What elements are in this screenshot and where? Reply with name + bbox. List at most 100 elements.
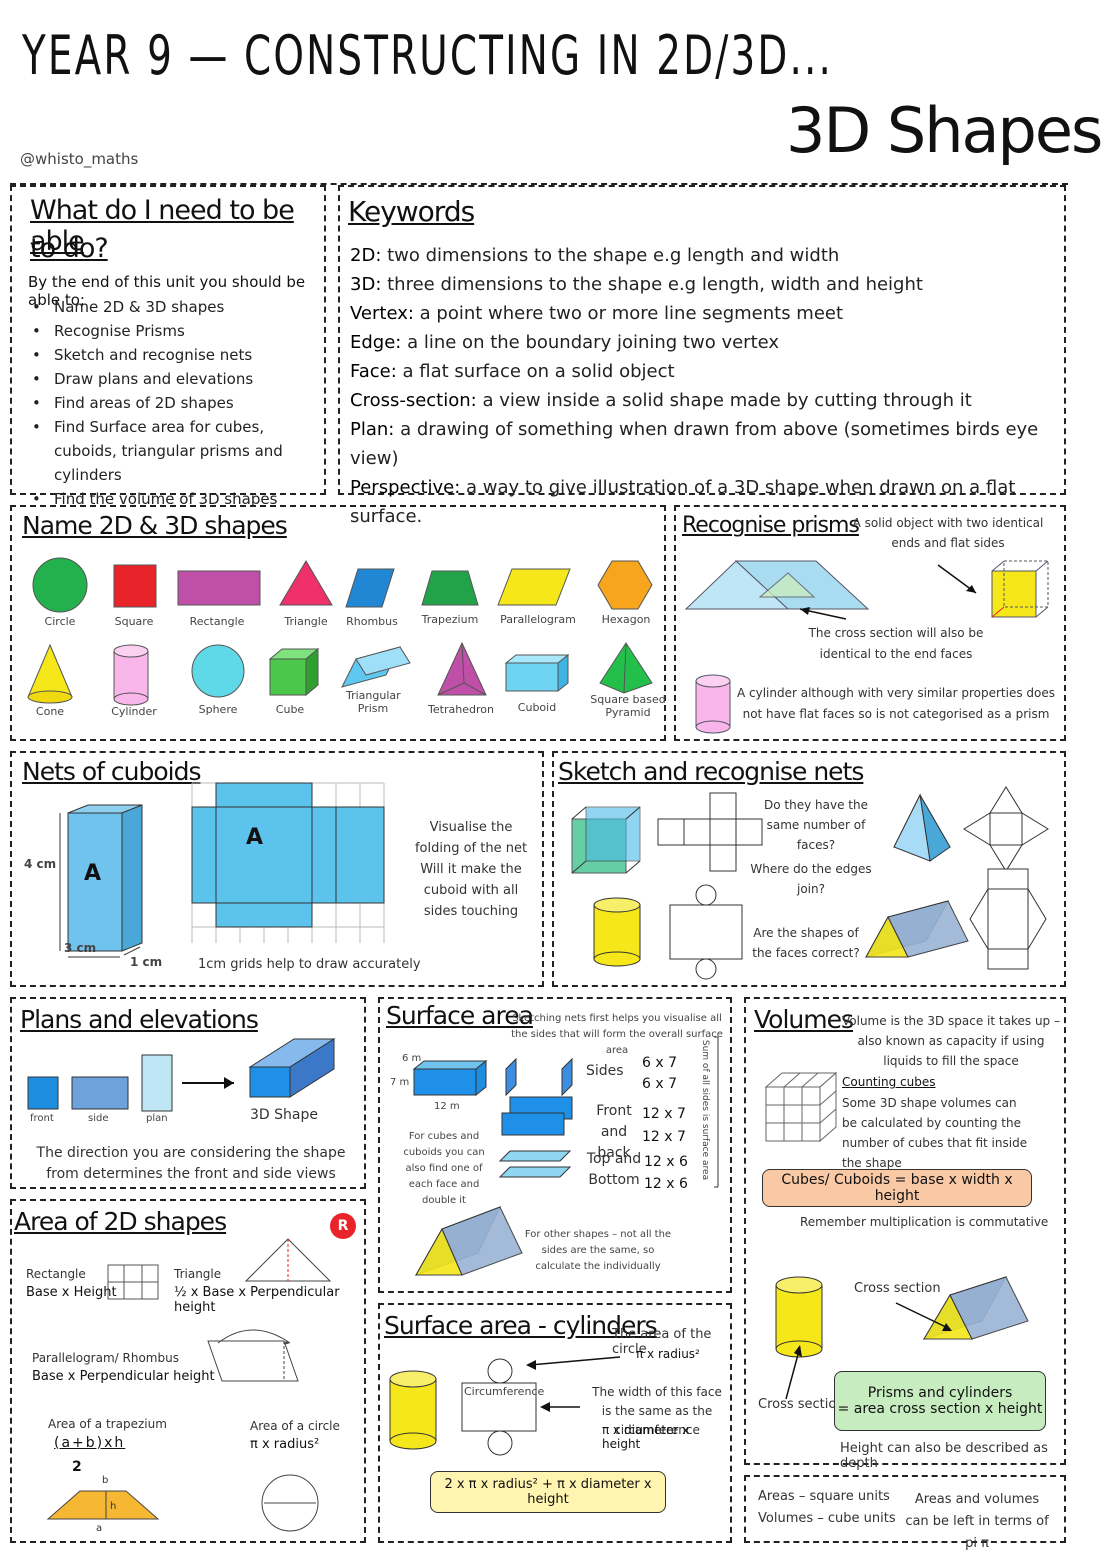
circ-formula: π x radius² <box>250 1437 320 1452</box>
sides-label: Sides <box>586 1063 624 1079</box>
surface-diagrams <box>412 1036 719 1276</box>
cuboid-volume-formula: Cubes/ Cuboids = base x width x height <box>762 1169 1032 1207</box>
plans-diagram <box>27 1038 336 1112</box>
label-rhombus: Rhombus <box>346 615 398 628</box>
cylinder-net-diagram <box>389 1356 621 1456</box>
visualise-note: Visualise the folding of the net Will it… <box>414 820 528 919</box>
prisms-definition: A solid object with two identical ends a… <box>852 516 1044 550</box>
cuboid-shape <box>505 662 559 692</box>
dim-12m: 12 m <box>434 1101 460 1112</box>
dim-7m: 7 m <box>390 1077 410 1088</box>
net-face-label: A <box>246 825 264 850</box>
svg-text:b: b <box>102 1475 108 1486</box>
keyword-row: Perspective: a way to give illustration … <box>350 477 1016 527</box>
cube-note: For cubes and cuboids you can also find … <box>403 1131 485 1206</box>
trap-formula: (a+b)xh <box>54 1435 126 1451</box>
area2d-heading: Area of 2D shapes <box>14 1207 227 1236</box>
label-plan: plan <box>146 1113 168 1124</box>
counting-heading: Counting cubes <box>842 1075 936 1089</box>
circle-area-formula: π x radius² <box>636 1347 700 1361</box>
prisms-panel: Recognise prisms A solid object with two… <box>674 505 1066 741</box>
list-item: Find Surface area for cubes, cuboids, tr… <box>28 415 318 487</box>
width-formula: π x diameter x height <box>602 1423 690 1451</box>
cone-shape <box>27 643 73 698</box>
sketch-nets-panel: Sketch and recognise nets <box>552 751 1066 987</box>
need-heading-2: to do? <box>30 233 109 264</box>
para-name: Parallelogram/ Rhombus <box>32 1351 179 1365</box>
label-triangular-prism: Triangular Prism <box>346 689 401 715</box>
trap-denominator: 2 <box>72 1459 82 1475</box>
rect-formula: Base x Height <box>26 1285 117 1300</box>
dim-width: 3 cm <box>64 941 97 955</box>
surface-intro: Sketching nets first helps you visualise… <box>511 1013 723 1056</box>
label-circle: Circle <box>44 615 76 628</box>
keyword-row: Cross-section: a view inside a solid sha… <box>350 390 972 411</box>
page-title: YEAR 9 — CONSTRUCTING IN 2D/3D... <box>22 24 834 87</box>
circ-name: Area of a circle <box>250 1419 340 1433</box>
plans-heading: Plans and elevations <box>20 1005 259 1034</box>
keyword-row: 2D: two dimensions to the shape e.g leng… <box>350 245 840 266</box>
cylinders-heading: Surface area - cylinders <box>384 1311 658 1340</box>
rect-name: Rectangle <box>26 1267 86 1281</box>
trapezium-shape <box>421 570 479 606</box>
list-item: Name 2D & 3D shapes <box>28 295 318 319</box>
need-list: Name 2D & 3D shapes Recognise Prisms Ske… <box>28 295 318 511</box>
tetrahedron-shape <box>437 641 487 696</box>
cuboid-face-label: A <box>84 861 102 886</box>
label-front: front <box>30 1113 54 1124</box>
dim-depth: 1 cm <box>130 955 163 969</box>
sketch-nets-diagrams <box>571 786 1049 980</box>
front-back-values: 12 x 7 12 x 7 <box>642 1106 686 1145</box>
label-cone: Cone <box>35 705 65 718</box>
cross-section-label-1: Cross section <box>854 1281 941 1296</box>
sketch-q1: Do they have the same number of faces? <box>764 798 868 852</box>
pi-note: Areas and volumes can be left in terms o… <box>905 1492 1049 1551</box>
units-panel: Areas – square units Volumes – cube unit… <box>744 1475 1066 1551</box>
need-heading-1: What do I need to be able <box>30 195 295 257</box>
triangle-shape <box>279 560 333 606</box>
surface-panel: Surface area Sketching nets first helps … <box>378 997 732 1293</box>
cylinder-total-formula: 2 x π x radius² + π x diameter x height <box>430 1471 666 1513</box>
depth-note: Height can also be described as depth <box>840 1441 1048 1471</box>
cube-shape <box>269 658 307 696</box>
keyword-row: Edge: a line on the boundary joining two… <box>350 332 780 353</box>
label-side: side <box>88 1113 109 1124</box>
prism-formula-line2: = area cross section x height <box>837 1401 1043 1417</box>
surface-heading: Surface area <box>386 1001 534 1030</box>
sides-values: 6 x 7 6 x 7 <box>642 1055 677 1092</box>
volume-units: Volumes – cube units <box>758 1511 896 1526</box>
tri-name: Triangle <box>174 1267 222 1281</box>
label-hexagon: Hexagon <box>601 613 651 626</box>
keywords-panel: Keywords 2D: two dimensions to the shape… <box>338 185 1066 527</box>
sketch-q3: Are the shapes of the faces correct? <box>752 926 860 960</box>
label-triangle: Triangle <box>284 615 328 628</box>
prisms-cylinder-note: A cylinder although with very similar pr… <box>736 686 1056 721</box>
square-shape <box>113 564 157 608</box>
name-shapes-heading: Name 2D & 3D shapes <box>22 511 288 540</box>
width-note: The width of this face is the same as th… <box>592 1385 722 1437</box>
grid-note: 1cm grids help to draw accurately <box>198 957 421 972</box>
volumes-heading: Volumes <box>754 1005 854 1034</box>
author-handle: @whisto_maths <box>20 150 139 168</box>
circle-shape <box>32 557 88 613</box>
rhombus-shape <box>345 568 395 608</box>
top-bottom-values: 12 x 6 12 x 6 <box>644 1154 688 1192</box>
shapes-2d-row <box>27 557 653 706</box>
label-3d-shape: 3D Shape <box>250 1107 318 1123</box>
revision-badge: R <box>330 1213 356 1239</box>
svg-text:a: a <box>96 1523 102 1534</box>
sketch-nets-heading: Sketch and recognise nets <box>558 757 864 786</box>
label-cube: Cube <box>275 703 305 716</box>
prisms-cross-note: The cross section will also be identical… <box>808 626 984 661</box>
page-subtitle: 3D Shapes <box>786 94 1101 167</box>
list-item: Find the volume of 3D shapes <box>28 487 318 511</box>
keyword-row: Face: a flat surface on a solid object <box>350 361 675 382</box>
area-units: Areas – square units <box>758 1489 890 1504</box>
list-item: Recognise Prisms <box>28 319 318 343</box>
prism-volume-formula: Prisms and cylinders = area cross sectio… <box>834 1371 1046 1431</box>
volumes-panel: Volumes Volume is the 3D space it takes … <box>744 997 1066 1471</box>
svg-text:h: h <box>110 1501 116 1512</box>
circumference-label: Circumference <box>464 1385 545 1398</box>
prism-diagrams <box>684 560 1049 734</box>
hexagon-shape <box>597 560 653 610</box>
